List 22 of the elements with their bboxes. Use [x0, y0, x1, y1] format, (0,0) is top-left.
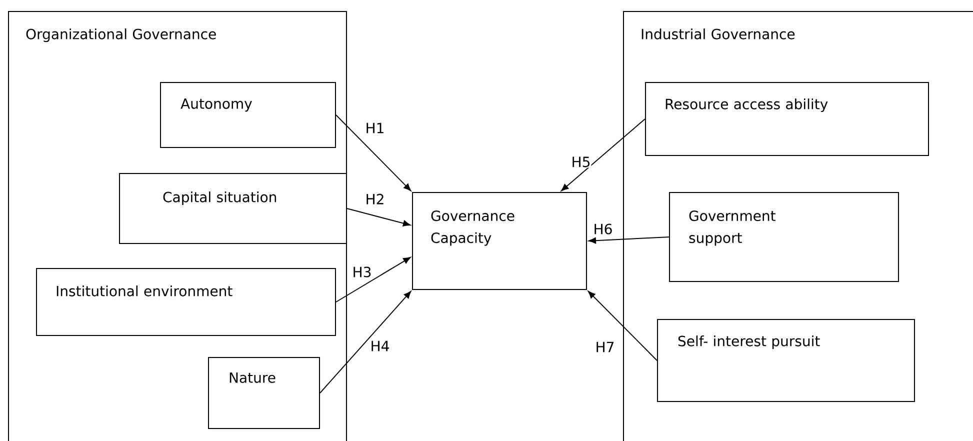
arrow — [336, 114, 412, 192]
edge-label: H2 — [364, 193, 386, 205]
edge-label: H1 — [364, 122, 386, 134]
factor-box: Self- interest pursuit — [657, 319, 915, 402]
factor-box: Institutional environment — [36, 268, 336, 336]
edge-label: H4 — [370, 340, 390, 352]
factor-box: Autonomy — [160, 82, 336, 148]
arrow — [320, 290, 412, 394]
arrow — [561, 118, 646, 192]
edge-label: H6 — [592, 223, 614, 235]
arrow — [588, 236, 670, 244]
factor-box: Government support — [669, 192, 899, 282]
arrow — [346, 208, 411, 226]
edge-label: H5 — [570, 156, 592, 168]
arrow — [336, 256, 411, 302]
factor-box: Nature — [208, 357, 320, 429]
arrow — [588, 290, 658, 361]
factor-box: Capital situation — [119, 173, 347, 244]
edge-label: H3 — [352, 266, 372, 278]
edge-label: H7 — [594, 341, 616, 353]
factor-box: Resource access ability — [645, 82, 929, 156]
factor-box: Governance Capacity — [412, 192, 587, 290]
